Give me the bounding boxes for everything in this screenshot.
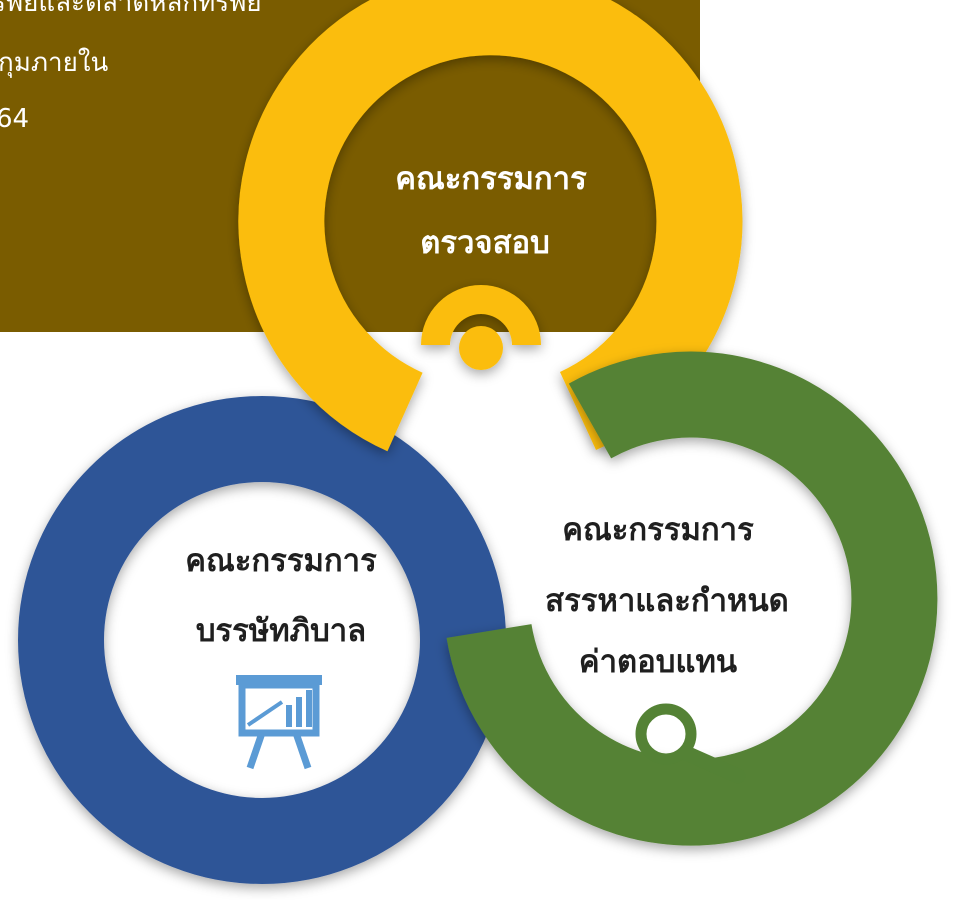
governance-committee-title-line1: คณะกรรมการ [185,543,377,579]
audit-committee-title-line1: คณะกรรมการ [395,161,587,197]
nomination-committee-title-line3: ค่าตอบแทน [578,644,738,680]
governance-committee-title-line2: บรรษัทภิบาล [195,613,367,649]
presentation-chart-icon [236,675,322,770]
nomination-committee-title-line2: สรรหาและกำหนด [545,583,789,619]
nomination-committee-title-line1: คณะกรรมการ [562,512,754,548]
audit-committee-title-line2: ตรวจสอบ [420,225,550,261]
panel-text-line-1: รัพย์และตลาดหลักทรัพย์ [0,0,262,18]
target-icon [421,285,541,370]
nomination-ring [446,351,938,846]
panel-text-line-2: กุมภายใน [0,48,109,78]
magnifier-icon [635,703,746,784]
audit-ring [238,0,743,452]
panel-text-line-3: 64 [0,104,30,134]
